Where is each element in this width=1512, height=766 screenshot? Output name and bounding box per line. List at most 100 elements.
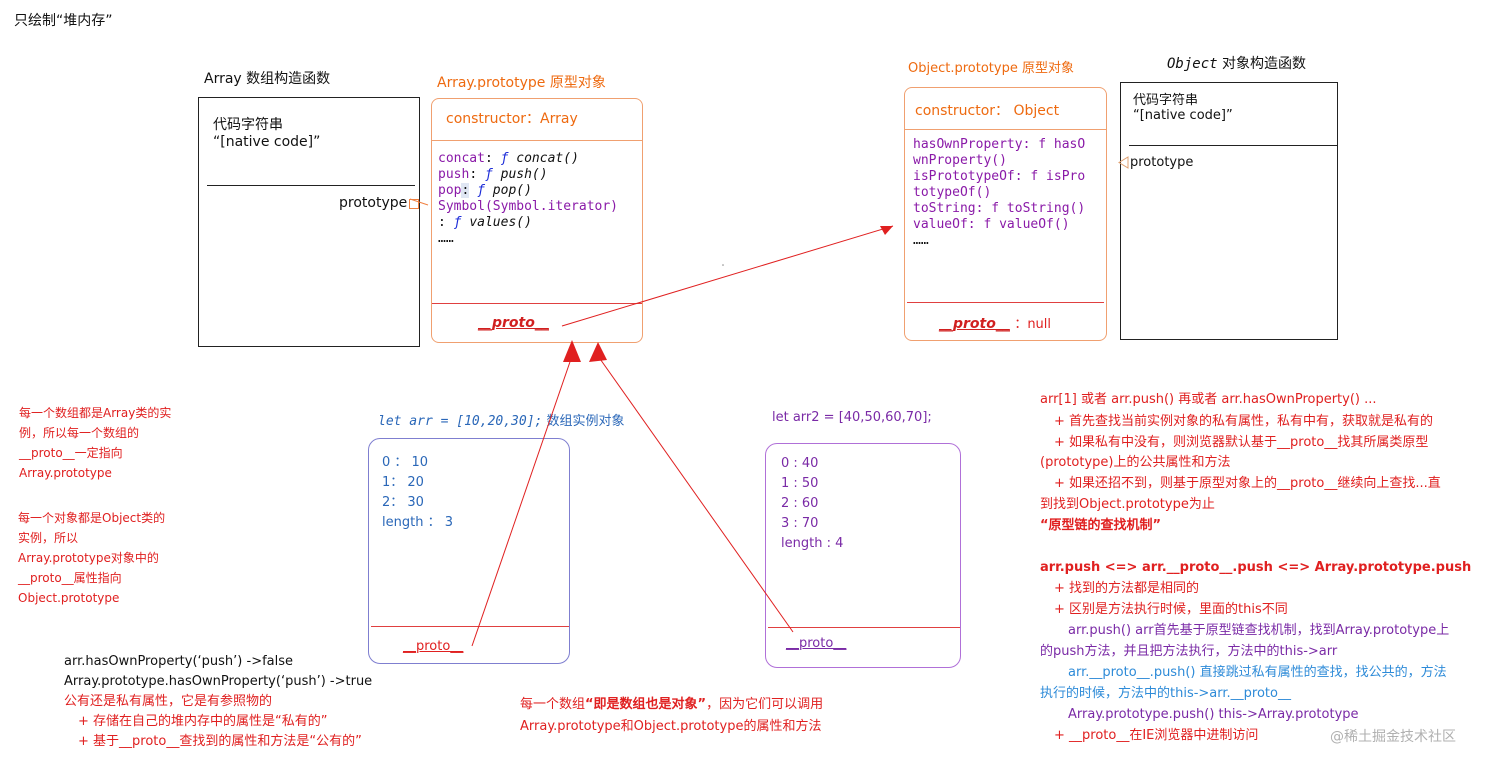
arrow-arr1-to-array-proto bbox=[471, 355, 573, 647]
note-line: 执行的时候，方法中的this->arr.__proto__ bbox=[1040, 686, 1291, 701]
array-ctor-prototype-label: prototype bbox=[339, 195, 408, 211]
object-ctor-heading-italic: Object bbox=[1167, 56, 1218, 72]
array-proto-divider-top bbox=[432, 140, 642, 141]
array-ctor-box: 代码字符串 “[native code]” prototype bbox=[198, 97, 420, 347]
note-line: + 基于__proto__查找到的属性和方法是“公有的” bbox=[78, 734, 362, 749]
note-line: 的push方法，并且把方法执行，方法中的this->arr bbox=[1040, 644, 1338, 659]
array-proto-box: constructor：Array concat: ƒ concat() pus… bbox=[431, 98, 643, 343]
note-line: + __proto__在IE浏览器中进制访问 bbox=[1054, 728, 1259, 743]
arr1-box: 0 ： 10 1： 20 2： 30 length ： 3 __proto__ bbox=[368, 438, 570, 664]
note-text: 每一个数组 bbox=[520, 697, 586, 712]
arr1-decl-code: let arr = [10,20,30]; bbox=[378, 414, 543, 429]
array-ctor-native-code: “[native code]” bbox=[213, 134, 321, 150]
array-proto-heading: Array.prototype 原型对象 bbox=[437, 75, 606, 91]
arr1-decl-label: 数组实例对象 bbox=[546, 414, 625, 429]
note-line: + 找到的方法都是相同的 bbox=[1054, 581, 1200, 596]
note-line: 实例，所以 bbox=[18, 531, 79, 545]
note-line: Array.prototype.hasOwnProperty(‘push’) -… bbox=[64, 674, 373, 689]
arr1-row: 0 ： 10 bbox=[382, 455, 429, 470]
array-ctor-code-label: 代码字符串 bbox=[213, 117, 283, 133]
arr2-declaration: let arr2 = [40,50,60,70]; bbox=[772, 410, 932, 425]
object-ctor-prototype-pointer bbox=[1118, 156, 1129, 169]
note-line: Object.prototype bbox=[18, 591, 120, 605]
note-line: Array.prototype.push() this->Array.proto… bbox=[1068, 707, 1359, 722]
arr2-row: 0 : 40 bbox=[781, 456, 819, 471]
note-line: Array.prototype bbox=[19, 466, 112, 480]
note-line: arr.push() arr首先基于原型链查找机制，找到Array.protot… bbox=[1068, 623, 1450, 638]
note-line: 到找到Object.prototype为止 bbox=[1040, 497, 1215, 512]
object-proto-proto-label: __proto__ bbox=[939, 316, 1010, 332]
arr1-declaration: let arr = [10,20,30]; 数组实例对象 bbox=[378, 410, 625, 429]
arr2-row: 3 : 70 bbox=[781, 516, 819, 531]
member-fn: push() bbox=[500, 167, 548, 182]
array-proto-constructor: constructor：Array bbox=[446, 111, 578, 127]
object-ctor-heading: Object 对象构造函数 bbox=[1167, 53, 1306, 73]
object-proto-divider-top bbox=[905, 129, 1106, 130]
arrow-arr2-to-array-proto bbox=[597, 355, 794, 633]
array-ctor-divider bbox=[207, 185, 415, 186]
note-line: + 如果还招不到，则基于原型对象上的__proto__继续向上查找...直 bbox=[1054, 476, 1441, 491]
arr2-row: 1 : 50 bbox=[781, 476, 819, 491]
note-emphasis: “即是数组也是对象” bbox=[585, 697, 707, 712]
object-proto-code-line: toString: f toString() bbox=[913, 201, 1086, 216]
arr1-proto-label: __proto__ bbox=[403, 639, 464, 654]
array-proto-ellipsis: …… bbox=[438, 231, 454, 246]
note-line: __proto__属性指向 bbox=[18, 571, 122, 585]
array-ctor-heading: Array 数组构造函数 bbox=[204, 71, 331, 87]
member-fn: pop() bbox=[492, 183, 532, 198]
note-line: arr[1] 或者 arr.push() 再或者 arr.hasOwnPrope… bbox=[1040, 392, 1377, 407]
arr2-proto-label: __proto__ bbox=[786, 636, 847, 651]
note-line: (prototype)上的公共属性和方法 bbox=[1040, 455, 1231, 470]
object-proto-ellipsis: …… bbox=[913, 233, 929, 248]
note-text: ，因为它们可以调用 bbox=[706, 697, 824, 712]
page-title: 只绘制“堆内存” bbox=[14, 13, 113, 29]
bottom-left-notes: arr.hasOwnProperty(‘push’) ->false Array… bbox=[64, 652, 372, 752]
note-line: + 区别是方法执行时候，里面的this不同 bbox=[1054, 602, 1288, 617]
left-note-object: 每一个对象都是Object类的 实例，所以 Array.prototype对象中… bbox=[18, 508, 165, 608]
bottom-middle-note: 每一个数组“即是数组也是对象”，因为它们可以调用 Array.prototype… bbox=[520, 694, 823, 738]
object-ctor-code-label: 代码字符串 bbox=[1133, 93, 1199, 108]
left-note-array: 每一个数组都是Array类的实 例，所以每一个数组的 __proto__一定指向… bbox=[19, 403, 171, 483]
array-proto-members: concat: ƒ concat() push: ƒ push() pop: ƒ… bbox=[438, 151, 619, 246]
arr1-row: 2： 30 bbox=[382, 495, 424, 510]
note-line: + 首先查找当前实例对象的私有属性，私有中有，获取就是私有的 bbox=[1054, 414, 1434, 429]
array-proto-divider-bottom bbox=[432, 303, 642, 304]
note-line: Array.prototype对象中的 bbox=[18, 551, 159, 565]
object-ctor-divider bbox=[1129, 145, 1337, 146]
note-line: arr.push <=> arr.__proto__.push <=> Arra… bbox=[1040, 560, 1472, 575]
array-proto-proto-label: __proto__ bbox=[478, 315, 549, 331]
note-line: 每一个对象都是Object类的 bbox=[18, 511, 166, 525]
arr2-divider bbox=[768, 627, 960, 628]
arr1-divider bbox=[371, 626, 569, 627]
note-line: “原型链的查找机制” bbox=[1040, 518, 1162, 533]
object-proto-code-line: totypeOf() bbox=[913, 185, 992, 200]
note-line: + 如果私有中没有，则浏览器默认基于__proto__找其所属类原型 bbox=[1054, 435, 1429, 450]
array-ctor-prototype-link bbox=[409, 198, 429, 206]
object-proto-divider-bottom bbox=[907, 302, 1104, 303]
object-proto-code-line: wnProperty() bbox=[913, 153, 1007, 168]
member-key: push bbox=[438, 167, 470, 182]
note-line: + 存储在自己的堆内存中的属性是“私有的” bbox=[78, 714, 328, 729]
note-line: arr.hasOwnProperty(‘push’) ->false bbox=[64, 654, 294, 669]
note-line: 每一个数组都是Array类的实 bbox=[19, 406, 172, 420]
object-ctor-box: 代码字符串 “[native code]” prototype bbox=[1120, 82, 1338, 340]
object-proto-constructor: constructor： Object bbox=[915, 103, 1060, 119]
object-proto-code-line: valueOf: f valueOf() bbox=[913, 217, 1070, 232]
arr2-row: length : 4 bbox=[781, 536, 844, 551]
note-line: __proto__一定指向 bbox=[19, 446, 123, 460]
arr1-rows: 0 ： 10 1： 20 2： 30 length ： 3 bbox=[382, 453, 453, 533]
object-ctor-heading-rest: 对象构造函数 bbox=[1217, 56, 1307, 72]
member-key: Symbol(Symbol.iterator) bbox=[438, 199, 619, 214]
note-line: arr.__proto__.push() 直接跳过私有属性的查找，找公共的，方法 bbox=[1068, 665, 1447, 680]
object-proto-proto-value: ：null bbox=[1014, 317, 1052, 332]
object-ctor-prototype-label: prototype bbox=[1130, 155, 1194, 170]
object-proto-members: hasOwnProperty: f hasO wnProperty() isPr… bbox=[913, 137, 1085, 249]
object-proto-code-line: isPrototypeOf: f isPro bbox=[913, 169, 1086, 184]
arrowhead-arr1 bbox=[563, 340, 581, 362]
object-proto-heading: Object.prototype 原型对象 bbox=[908, 61, 1074, 76]
note-line: 公有还是私有属性，它是有参照物的 bbox=[64, 694, 273, 709]
arr2-box: 0 : 40 1 : 50 2 : 60 3 : 70 length : 4 _… bbox=[765, 443, 961, 668]
member-key: pop bbox=[438, 183, 462, 198]
member-fn: concat() bbox=[516, 151, 579, 166]
arrowhead-object-proto bbox=[880, 226, 893, 235]
